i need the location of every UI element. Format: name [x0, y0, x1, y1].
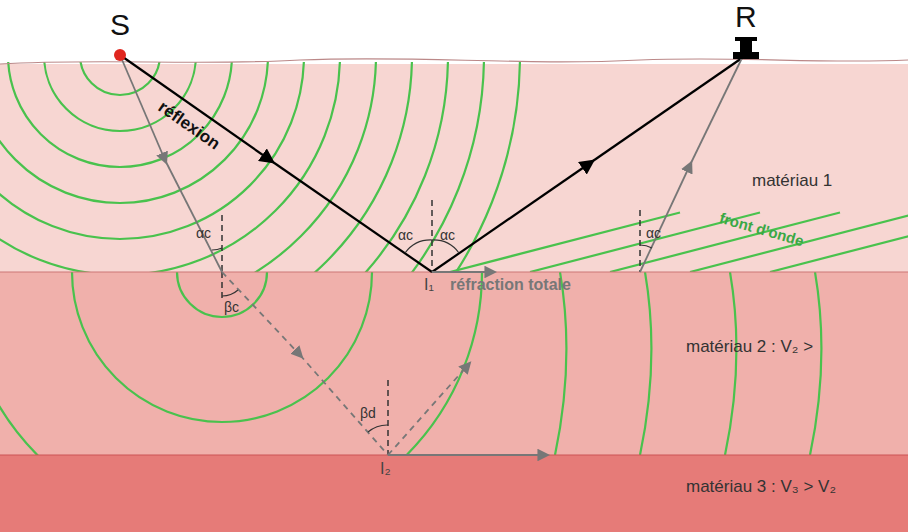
receiver-letter: R [735, 0, 757, 33]
material-layer: matériau 2 : V₂ > [0, 272, 908, 455]
material-layer: matériau 3 : V₃ > V₂ [0, 455, 908, 532]
point-label: I₂ [380, 460, 391, 478]
layer-label: matériau 1 [752, 172, 832, 191]
layer-label: matériau 2 : V₂ > [686, 338, 813, 357]
refraction-label: réfraction totale [450, 276, 571, 294]
layer-label: matériau 3 : V₃ > V₂ [686, 478, 836, 497]
angle-label: αc [440, 228, 455, 243]
angle-label: αc [398, 228, 413, 243]
point-label: I₁ [424, 276, 434, 294]
source-letter: S [110, 8, 130, 41]
angle-label: αc [196, 226, 211, 241]
angle-label: βd [360, 406, 376, 421]
angle-label: αc [646, 226, 661, 241]
angle-label: βc [224, 300, 239, 315]
